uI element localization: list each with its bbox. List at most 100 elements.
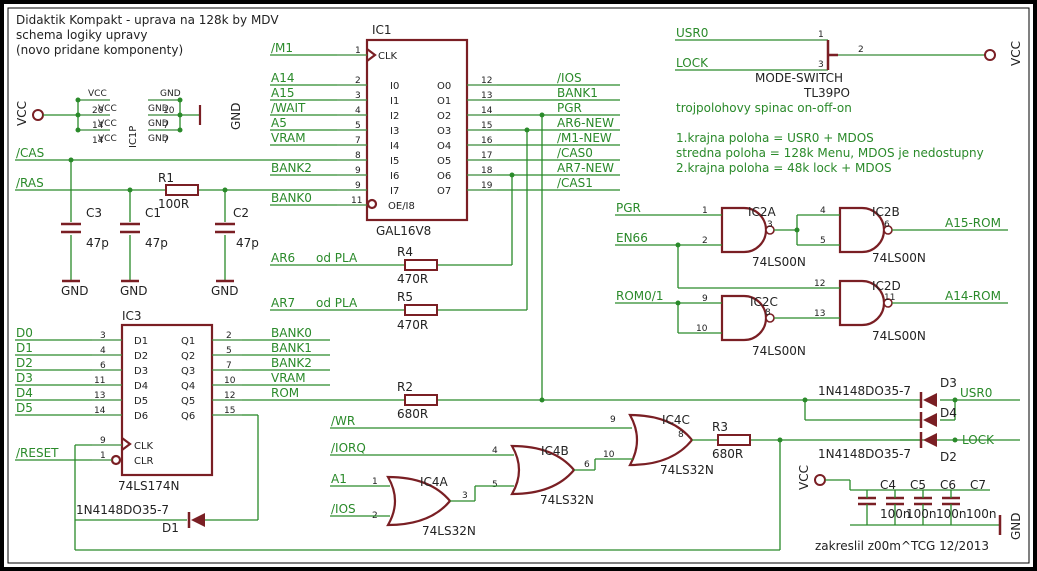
ic3-part: 74LS174N [118, 479, 179, 493]
r1-and-caps: R1 100R C3 47p C1 47p C2 47p GND GND GND [61, 157, 259, 298]
ic2-gates: IC2A 74LS00N IC2B 74LS00N IC2C 74LS00N I… [696, 205, 926, 358]
net-wait: /WAIT [271, 101, 306, 115]
gnd-label-1: GND [229, 102, 243, 130]
svg-text:VCC: VCC [1009, 41, 1023, 66]
svg-text:74LS00N: 74LS00N [872, 329, 926, 343]
svg-text:Q5: Q5 [181, 396, 195, 407]
subtitle-note: (novo pridane komponenty) [16, 43, 183, 57]
net-lock-switch: LOCK [676, 56, 709, 70]
ic1-pin-i2: I2 [390, 111, 399, 122]
ic1p-power-block: VCC GND VCC VCC VCC VCC GND GND GND GND … [15, 89, 243, 148]
c2-value: 47p [236, 236, 259, 250]
ic1-pin-o6: O6 [437, 171, 451, 182]
svg-text:74LS32N: 74LS32N [660, 463, 714, 477]
svg-text:74LS00N: 74LS00N [752, 344, 806, 358]
svg-text:12: 12 [481, 76, 492, 86]
svg-text:5: 5 [820, 236, 826, 246]
svg-text:2: 2 [226, 331, 232, 341]
r1-body [165, 184, 199, 196]
subtitle: schema logiky upravy [16, 28, 147, 42]
ic1-pin-o0: O0 [437, 81, 451, 92]
svg-text:9: 9 [100, 436, 106, 446]
ic1p-gnd-3: GND [148, 119, 169, 129]
gnd-c3: GND [61, 284, 89, 298]
ic1-pin-i0: I0 [390, 81, 399, 92]
svg-text:3: 3 [100, 331, 106, 341]
r1-ref: R1 [158, 171, 174, 185]
net-ios-out: /IOS [557, 71, 582, 85]
ic1p-vcc-2: VCC [98, 104, 117, 114]
ic1-gal16v8: IC1 GAL16V8 CLK I0 I1 I2 I3 I4 I5 I6 I7 … [337, 23, 497, 238]
net-cas: /CAS [16, 146, 44, 160]
net-d3: D3 [16, 371, 33, 385]
net-usr0-d3: USR0 [960, 386, 992, 400]
svg-text:D1: D1 [162, 521, 179, 535]
svg-text:1: 1 [702, 206, 708, 216]
svg-text:IC4A: IC4A [420, 475, 449, 489]
svg-text:4: 4 [820, 206, 826, 216]
net-cas1: /CAS1 [557, 176, 593, 190]
net-wr: /WR [331, 414, 355, 428]
svg-text:TL39PO: TL39PO [803, 86, 850, 100]
svg-text:1: 1 [372, 477, 378, 487]
net-rom0-1: ROM0/1 [616, 289, 663, 303]
svg-text:9: 9 [702, 294, 708, 304]
ic4-gates: IC4A 74LS32N IC4B 74LS32N IC4C 74LS32N 1… [372, 413, 714, 538]
ic3-74ls174: IC3 74LS174N D1 D2 D3 D4 D5 D6 CLK CLR Q… [92, 309, 242, 493]
svg-text:C5: C5 [910, 478, 926, 492]
svg-text:Q3: Q3 [181, 366, 195, 377]
svg-text:3: 3 [462, 491, 468, 501]
svg-text:11: 11 [884, 293, 895, 303]
svg-text:D1: D1 [134, 336, 148, 347]
net-bank1-out: BANK1 [557, 86, 598, 100]
net-rom-q: ROM [271, 386, 299, 400]
svg-text:14: 14 [481, 106, 493, 116]
r5-value: 470R [397, 318, 428, 332]
svg-text:74LS00N: 74LS00N [872, 251, 926, 265]
svg-text:D4: D4 [134, 381, 148, 392]
svg-text:13: 13 [814, 309, 825, 319]
svg-text:6: 6 [884, 220, 890, 230]
svg-text:IC2A: IC2A [748, 205, 777, 219]
r3: R3 680R [712, 420, 751, 461]
svg-text:9: 9 [610, 415, 616, 425]
ic1-clock-symbol [366, 48, 377, 62]
svg-text:17: 17 [481, 151, 492, 161]
ic1-pin-o5: O5 [437, 156, 451, 167]
svg-text:trojpolohovy spinac on-off-on: trojpolohovy spinac on-off-on [676, 101, 852, 115]
gnd-c2: GND [211, 284, 239, 298]
note-od-pla-1: od PLA [316, 251, 358, 265]
net-d0: D0 [16, 326, 33, 340]
net-vram-in: VRAM [271, 131, 306, 145]
svg-text:5: 5 [355, 121, 361, 131]
ic1p-pin-14b: 14 [92, 136, 104, 146]
svg-text:D2: D2 [940, 450, 957, 464]
ic1-pin-oe: OE/I8 [388, 201, 415, 212]
r5-ref: R5 [397, 290, 413, 304]
svg-text:1: 1 [100, 451, 106, 461]
ic1-ref: IC1 [372, 23, 392, 37]
svg-text:1.krajna poloha = USR0 + MDOS: 1.krajna poloha = USR0 + MDOS [676, 131, 874, 145]
ic4-nets [330, 427, 1020, 517]
svg-text:C7: C7 [970, 478, 986, 492]
ic1p-vcc-1: VCC [88, 89, 107, 99]
net-a1: A1 [331, 472, 347, 486]
svg-text:8: 8 [678, 430, 684, 440]
ic1p-gnd-1: GND [160, 89, 181, 99]
svg-text:10: 10 [696, 324, 708, 334]
svg-text:stredna poloha = 128k Menu, MD: stredna poloha = 128k Menu, MDOS je nedo… [676, 146, 984, 160]
ic1p-vcc-4: VCC [98, 134, 117, 144]
svg-text:IC2D: IC2D [872, 279, 901, 293]
ic1p-vcc-3: VCC [98, 119, 117, 129]
net-m1-new: /M1-NEW [557, 131, 612, 145]
svg-text:R3: R3 [712, 420, 728, 434]
ic1-part: GAL16V8 [376, 224, 431, 238]
ic1p-pin-7a: 7 [163, 121, 169, 131]
svg-text:2: 2 [702, 236, 708, 246]
svg-text:D4: D4 [940, 406, 957, 420]
net-d4: D4 [16, 386, 33, 400]
net-a5: A5 [271, 116, 287, 130]
svg-text:CLK: CLK [134, 441, 154, 452]
net-bank2-in: BANK2 [271, 161, 312, 175]
